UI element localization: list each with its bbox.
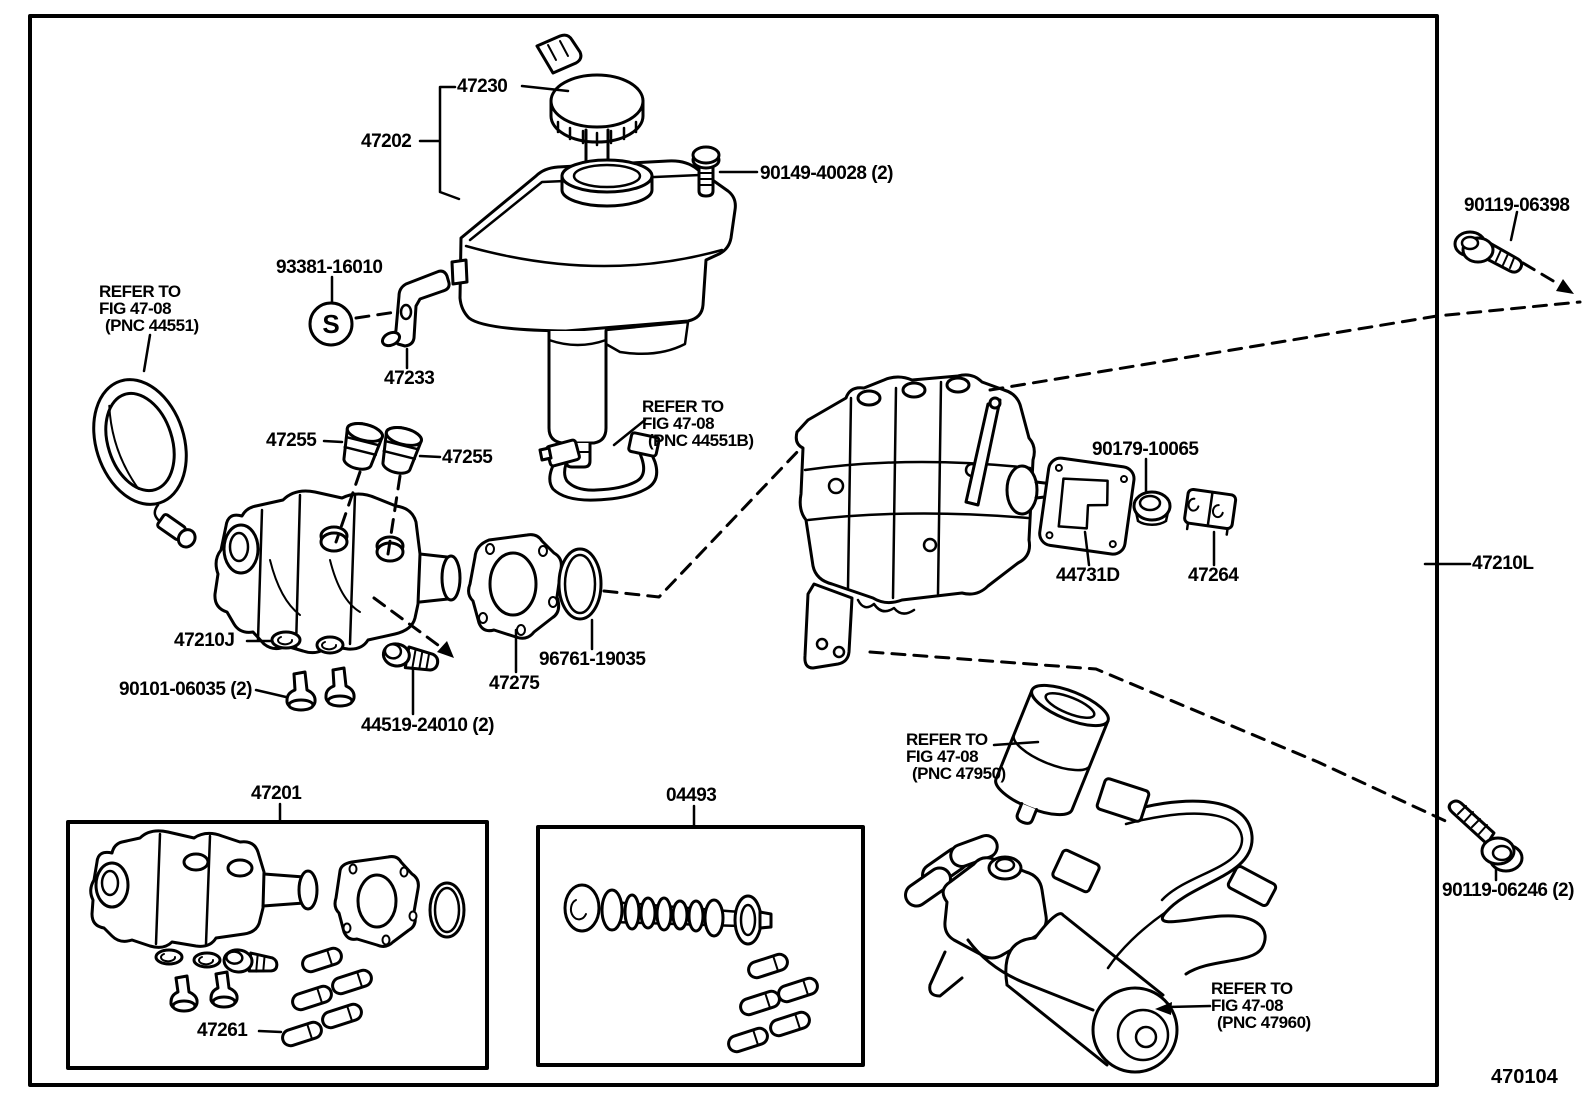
part-label-90101-06035: 90101-06035 (2) (119, 679, 253, 700)
part-label-47275: 47275 (489, 673, 540, 694)
kit-gasket-art (333, 855, 420, 948)
kit-o-ring-art (428, 881, 466, 939)
part-label-47255-front: 47255 (266, 430, 317, 451)
connector-art (1183, 487, 1238, 536)
refer-line-3: (PNC 44551) (105, 316, 199, 335)
repair-kit-piston-art (563, 883, 773, 946)
assembly-dashed-lines (334, 261, 1582, 826)
kit-master-cylinder-art (89, 829, 319, 949)
reservoir-art (450, 158, 737, 469)
refer-note-47950: REFER TO FIG 47-08 (PNC 47950) (906, 731, 1006, 782)
master-cylinder-art (213, 489, 462, 655)
refer-line-3: (PNC 44551B) (648, 431, 754, 450)
refer-line-3: (PNC 47950) (912, 764, 1006, 783)
refer-line-1: REFER TO (1211, 979, 1293, 998)
kit-box-04493 (536, 825, 865, 1067)
part-label-44731D: 44731D (1056, 565, 1120, 586)
kit-small-parts-art (154, 946, 373, 1048)
refer-line-1: REFER TO (906, 730, 988, 749)
gasket-rear-art (1038, 456, 1136, 556)
pump-art (904, 777, 1278, 1074)
part-label-47264: 47264 (1188, 565, 1239, 586)
refer-line-2: FIG 47-08 (642, 414, 715, 433)
part-label-90119-06246: 90119-06246 (2) (1442, 880, 1574, 901)
diagram-frame (28, 14, 1439, 1087)
assembly-arrowheads (437, 279, 1574, 1015)
repair-kit-studs-art (727, 952, 819, 1054)
part-label-44519-24010: 44519-24010 (2) (361, 715, 495, 736)
bracket-art (380, 269, 451, 348)
refer-note-47960: REFER TO FIG 47-08 (PNC 47960) (1211, 980, 1311, 1031)
gasket-front-art (467, 533, 563, 640)
refer-line-2: FIG 47-08 (1211, 996, 1284, 1015)
nut-art (1132, 490, 1172, 526)
refer-line-1: REFER TO (642, 397, 724, 416)
refer-note-44551B: REFER TO FIG 47-08 (PNC 44551B) (642, 398, 754, 449)
refer-line-1: REFER TO (99, 282, 181, 301)
hose-art (538, 431, 661, 502)
refer-line-2: FIG 47-08 (99, 299, 172, 318)
part-label-90179-10065: 90179-10065 (1092, 439, 1199, 460)
part-label-93381-16010: 93381-16010 (276, 257, 383, 278)
s-symbol-letter: S (322, 309, 339, 339)
o-ring-art (557, 547, 603, 621)
grommet-rear-art (381, 426, 423, 475)
refer-line-3: (PNC 47960) (1217, 1013, 1311, 1032)
refer-note-44551: REFER TO FIG 47-08 (PNC 44551) (99, 283, 199, 334)
refer-line-2: FIG 47-08 (906, 747, 979, 766)
part-label-90149-40028: 90149-40028 (2) (760, 163, 894, 184)
part-label-47202: 47202 (361, 131, 412, 152)
union-bolt-upper-art (1453, 230, 1524, 274)
part-label-47233: 47233 (384, 368, 435, 389)
part-label-47230: 47230 (457, 76, 508, 97)
actuator-art (794, 373, 1074, 670)
flange-bolt-art (1447, 799, 1524, 873)
bleeder-screw-art (285, 666, 356, 712)
brake-tube-art (92, 378, 197, 549)
part-label-90119-06398: 90119-06398 (1464, 195, 1570, 216)
part-label-47201: 47201 (251, 783, 302, 804)
s-symbol-art: S (308, 301, 354, 347)
reservoir-screw-art (691, 145, 721, 198)
accumulator-art (994, 683, 1110, 825)
grommet-small-art (270, 630, 345, 655)
part-label-47210L: 47210L (1472, 553, 1534, 574)
part-label-47255-rear: 47255 (442, 447, 493, 468)
part-label-04493: 04493 (666, 785, 717, 806)
kit-box-47201 (66, 820, 489, 1070)
part-label-96761-19035: 96761-19035 (539, 649, 646, 670)
grommet-front-art (342, 422, 384, 471)
union-bolt-pair-art (381, 642, 440, 672)
part-label-47261: 47261 (197, 1020, 248, 1041)
leader-lines (142, 84, 1519, 1034)
figure-number: 470104 (1491, 1066, 1558, 1088)
part-label-47210J: 47210J (174, 630, 235, 651)
